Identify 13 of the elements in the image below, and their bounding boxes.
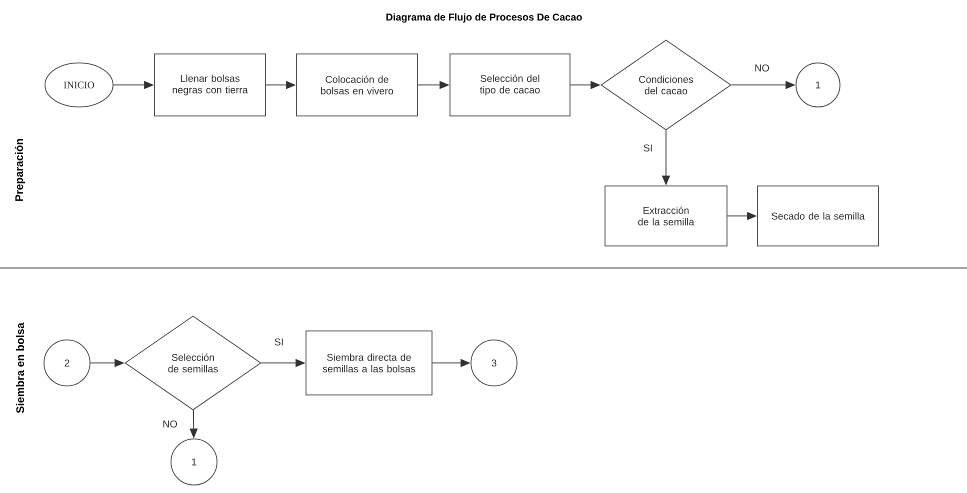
- process-box: Llenar bolsas negras con tierra: [154, 54, 266, 116]
- edge-label: SI: [273, 337, 285, 346]
- lane-label: Siembra en bolsa: [16, 322, 24, 414]
- process-box: Extracción de la semilla: [604, 186, 728, 246]
- title: Diagrama de Flujo de Procesos De Cacao: [386, 13, 582, 23]
- process-box: Selección del tipo de cacao: [450, 54, 570, 116]
- process-box: Secado de la semilla: [757, 186, 879, 246]
- edge-label: NO: [162, 419, 178, 428]
- edge-label: SI: [642, 143, 654, 152]
- process-box: Colocación de bolsas en vivero: [296, 54, 418, 116]
- lane-label: Preparación: [14, 139, 26, 201]
- process-box: Siembra directa de semillas a las bolsas: [306, 330, 432, 396]
- edge-label: NO: [754, 63, 770, 72]
